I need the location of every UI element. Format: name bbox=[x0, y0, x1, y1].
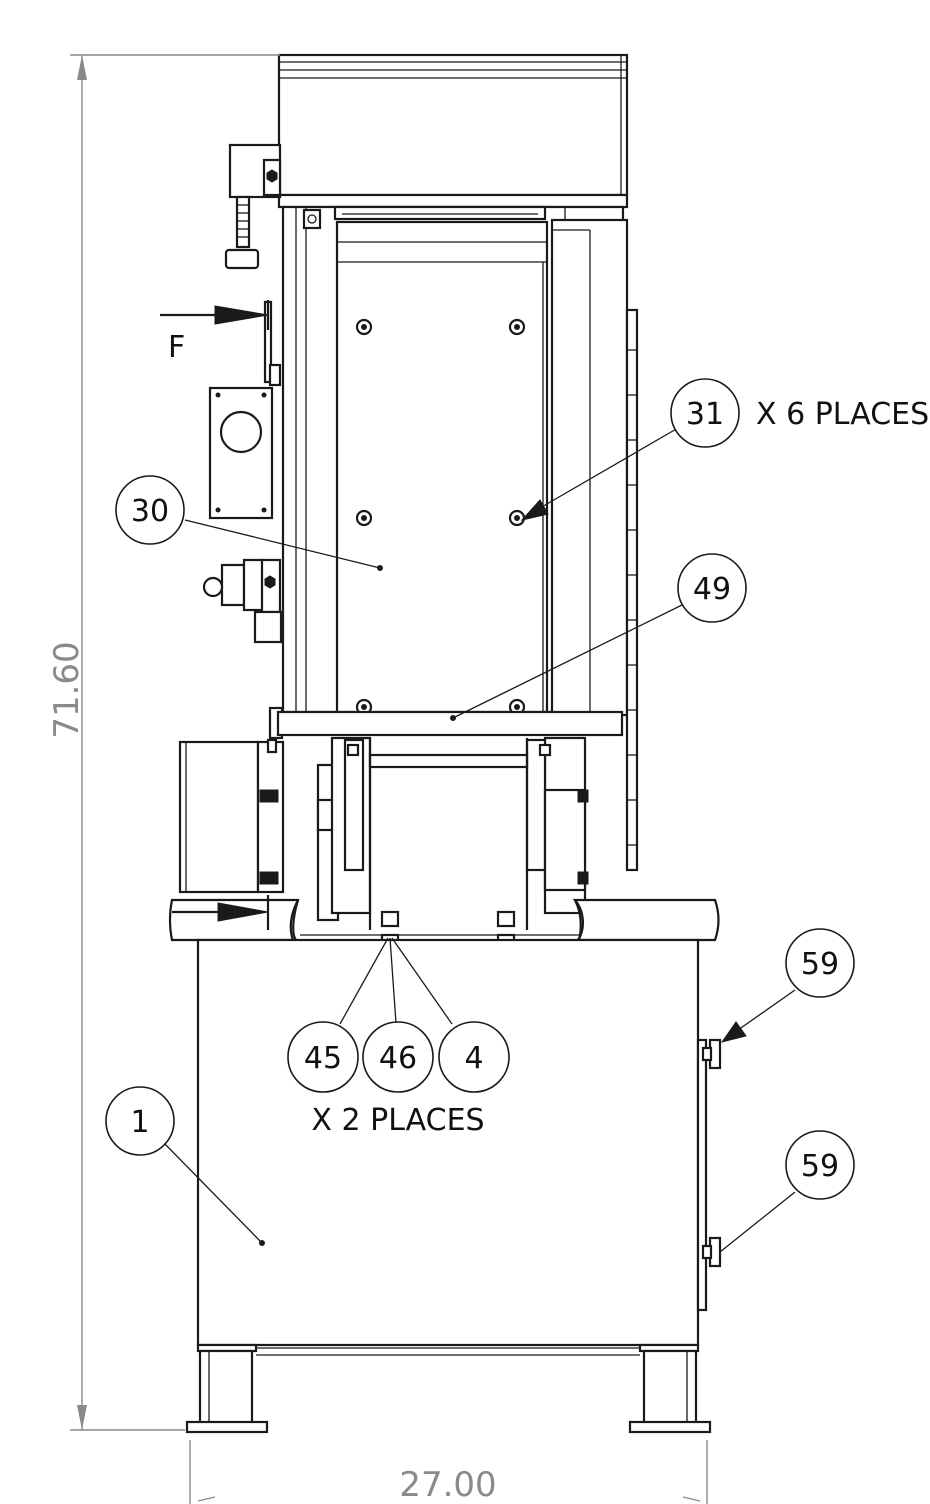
balloon-31: 31 X 6 PLACES bbox=[520, 378, 929, 521]
top-housing bbox=[277, 53, 629, 209]
balloon-49-label: 49 bbox=[693, 572, 731, 607]
height-dimension-value: 71.60 bbox=[47, 641, 87, 738]
view-label: F bbox=[168, 330, 185, 365]
balloon-1-label: 1 bbox=[130, 1105, 149, 1140]
note-x6-places: X 6 PLACES bbox=[756, 397, 929, 432]
view-arrows: F bbox=[160, 300, 270, 930]
width-dimension-value: 27.00 bbox=[399, 1465, 496, 1504]
height-dimension: 71.60 bbox=[47, 54, 280, 1431]
balloon-59-bottom-label: 59 bbox=[801, 1149, 839, 1184]
balloon-4-label: 4 bbox=[464, 1041, 483, 1076]
balloon-46-label: 46 bbox=[379, 1041, 417, 1076]
balloon-1: 1 bbox=[105, 1086, 265, 1246]
balloon-59-top-label: 59 bbox=[801, 947, 839, 982]
balloon-59-bottom: 59 bbox=[719, 1130, 855, 1253]
width-dimension: 27.00 bbox=[189, 1440, 708, 1504]
note-x2-places: X 2 PLACES bbox=[311, 1103, 484, 1138]
balloon-45-label: 45 bbox=[304, 1041, 342, 1076]
balloon-49: 49 bbox=[450, 553, 747, 721]
left-side-components bbox=[202, 300, 283, 644]
balloon-31-label: 31 bbox=[686, 397, 724, 432]
balloon-59-top: 59 bbox=[720, 928, 855, 1043]
side-bracket bbox=[224, 143, 282, 270]
balloons-45-46-4: 45 46 4 X 2 PLACES bbox=[287, 937, 510, 1138]
balloon-30-label: 30 bbox=[131, 494, 169, 529]
balloon-30: 30 bbox=[115, 475, 383, 571]
base-cabinet bbox=[185, 938, 722, 1434]
